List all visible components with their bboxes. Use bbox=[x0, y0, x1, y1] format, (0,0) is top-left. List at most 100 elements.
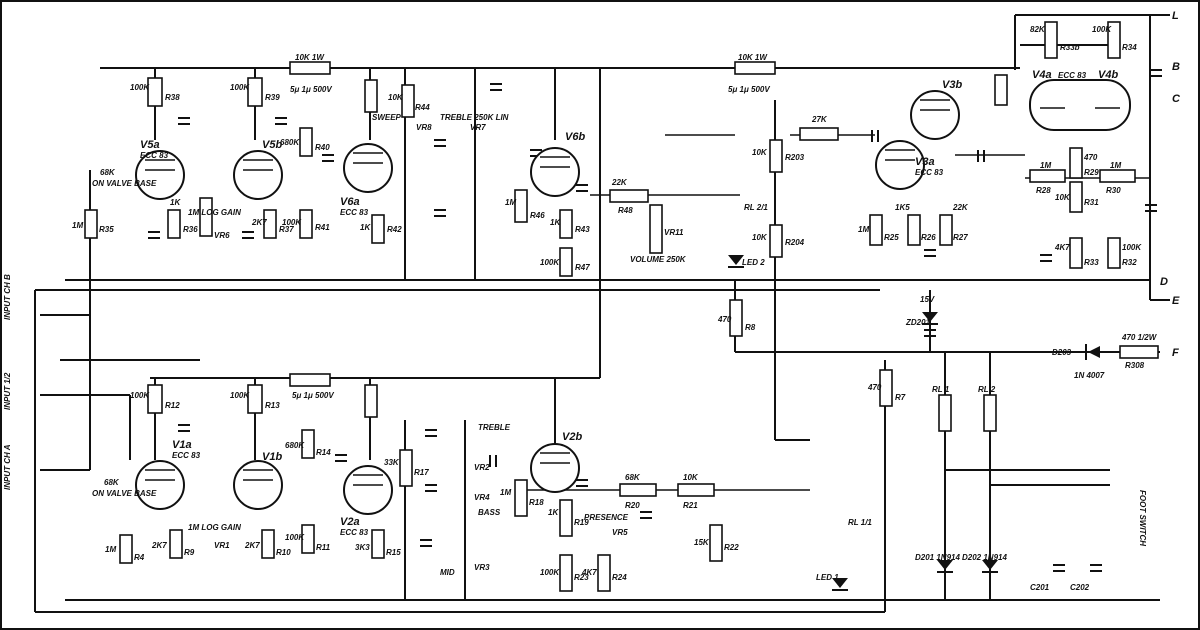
res-value: 470 bbox=[867, 383, 882, 392]
res-id: R17 bbox=[414, 468, 429, 477]
res-value: 1M bbox=[1040, 161, 1051, 170]
res-value: 10K bbox=[752, 148, 768, 157]
res-value: 15K bbox=[694, 538, 710, 547]
pot-id: VR5 bbox=[612, 528, 628, 537]
res-id: R9 bbox=[184, 548, 195, 557]
res-id: R37 bbox=[279, 225, 294, 234]
res-id: R34 bbox=[1122, 43, 1137, 52]
note-bright-a: 68K bbox=[100, 168, 116, 177]
res-id: R203 bbox=[785, 153, 805, 162]
res-value: 10K bbox=[683, 473, 699, 482]
res-id: R25 bbox=[884, 233, 899, 242]
tube-label-v4b: V4b bbox=[1098, 69, 1118, 81]
tube-v6a bbox=[343, 143, 393, 193]
note-d201: D201 1N914 bbox=[915, 553, 960, 562]
res-id: R36 bbox=[183, 225, 198, 234]
tube-label-v5a: V5a bbox=[140, 139, 160, 151]
note-zener: ZD201 bbox=[905, 318, 931, 327]
res-value: 100K bbox=[285, 533, 305, 542]
res-value: 100K bbox=[130, 83, 150, 92]
labels: L B C D E F INPUT CH B INPUT 1/2 INPUT C… bbox=[3, 10, 1181, 592]
res-value: 4K7 bbox=[1054, 243, 1070, 252]
res-value: 1M bbox=[105, 545, 116, 554]
res-value: 4K7 bbox=[581, 568, 597, 577]
pot-label: PRESENCE bbox=[584, 513, 629, 522]
conn-l: L bbox=[1172, 10, 1179, 22]
res-value: 1K bbox=[360, 223, 371, 232]
note-cap-top-right: 5μ 1μ 500V bbox=[728, 85, 770, 94]
res-value: 2K7 bbox=[151, 541, 167, 550]
diodes bbox=[728, 255, 1100, 591]
pot-label: 1M LOG GAIN bbox=[188, 523, 241, 532]
res-id: R29 bbox=[1084, 168, 1099, 177]
res-value: 470 1/2W bbox=[1121, 333, 1158, 342]
res-id: R4 bbox=[134, 553, 145, 562]
resistors bbox=[84, 21, 1159, 592]
pot-id: VR4 bbox=[474, 493, 490, 502]
note-c201: C201 bbox=[1030, 583, 1050, 592]
res-id: R32 bbox=[1122, 258, 1137, 267]
res-id: R11 bbox=[316, 543, 331, 552]
res-value: 1M bbox=[500, 488, 511, 497]
res-id: R38 bbox=[165, 93, 180, 102]
note-top-res: 10K 1W bbox=[295, 53, 325, 62]
conn-d: D bbox=[1160, 276, 1168, 288]
res-value: 100K bbox=[540, 568, 560, 577]
tube-v2a bbox=[343, 465, 393, 515]
res-id: R39 bbox=[265, 93, 280, 102]
res-value: 470 bbox=[717, 315, 732, 324]
res-value: 1K bbox=[548, 508, 559, 517]
res-id: R33b bbox=[1060, 43, 1080, 52]
pot-label: VOLUME 250K bbox=[630, 255, 687, 264]
res-value: 10K bbox=[388, 93, 404, 102]
pot-id: VR1 bbox=[214, 541, 230, 550]
tube-v5b bbox=[233, 150, 283, 200]
pot-id: VR2 bbox=[474, 463, 490, 472]
res-value: 22K bbox=[952, 203, 969, 212]
res-id: R31 bbox=[1084, 198, 1099, 207]
res-value: 2K7 bbox=[251, 218, 267, 227]
input-half-label: INPUT 1/2 bbox=[3, 372, 12, 410]
res-id: R20 bbox=[625, 501, 640, 510]
res-value: 100K bbox=[130, 391, 150, 400]
pot-label: TREBLE bbox=[478, 423, 511, 432]
tube-v2b bbox=[530, 443, 580, 493]
tube-label-v2a: V2a bbox=[340, 516, 360, 528]
note-valve-base-a: ON VALVE BASE bbox=[92, 179, 157, 188]
res-id: R7 bbox=[895, 393, 906, 402]
tube-label-v1b: V1b bbox=[262, 451, 282, 463]
res-id: R30 bbox=[1106, 186, 1121, 195]
res-id: R47 bbox=[575, 263, 590, 272]
res-id: R18 bbox=[529, 498, 544, 507]
conn-b: B bbox=[1172, 61, 1180, 73]
res-id: R43 bbox=[575, 225, 590, 234]
note-valve-base-b: ON VALVE BASE bbox=[92, 489, 157, 498]
capacitors bbox=[148, 69, 1162, 572]
pot-label: 1M LOG GAIN bbox=[188, 208, 241, 217]
res-id: R48 bbox=[618, 206, 633, 215]
res-value: 100K bbox=[230, 391, 250, 400]
note-led1: LED 1 bbox=[816, 573, 839, 582]
res-value: 10K bbox=[752, 233, 768, 242]
tube-type-v5a: ECC 83 bbox=[140, 151, 169, 160]
zener-diode-icon bbox=[922, 312, 938, 325]
res-id: R21 bbox=[683, 501, 698, 510]
note-15v: 15V bbox=[920, 295, 935, 304]
pot-label: TREBLE 250K LIN bbox=[440, 113, 509, 122]
tubes bbox=[135, 79, 1131, 515]
res-value: 1M bbox=[505, 198, 516, 207]
note-rl-coil2: RL 2 bbox=[978, 385, 996, 394]
res-id: R27 bbox=[953, 233, 968, 242]
note-cap-mid: 5μ 1μ 500V bbox=[292, 391, 334, 400]
res-id: R26 bbox=[921, 233, 936, 242]
note-d203-type: 1N 4007 bbox=[1074, 371, 1105, 380]
res-value: 1K bbox=[170, 198, 181, 207]
res-value: 470 bbox=[1083, 153, 1098, 162]
res-id: R12 bbox=[165, 401, 180, 410]
conn-f: F bbox=[1172, 347, 1179, 359]
res-value: 22K bbox=[611, 178, 628, 187]
note-rl-coil1: RL 1 bbox=[932, 385, 950, 394]
tube-label-v5b: V5b bbox=[262, 139, 282, 151]
res-value: 1K5 bbox=[895, 203, 910, 212]
tube-type-v4a: ECC 83 bbox=[1058, 71, 1087, 80]
